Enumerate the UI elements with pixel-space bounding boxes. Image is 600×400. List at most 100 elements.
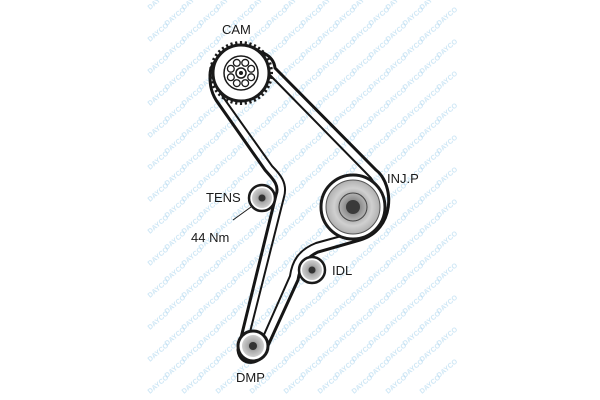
watermark-text: DAYCO <box>334 294 358 316</box>
watermark-text: DAYCO <box>436 326 460 348</box>
watermark-text: DAYCO <box>351 118 375 140</box>
watermark-text: DAYCO <box>419 86 443 108</box>
watermark-text: DAYCO <box>368 102 392 124</box>
watermark-text: DAYCO <box>419 214 443 236</box>
watermark-text: DAYCO <box>283 118 307 140</box>
dmp-label: DMP <box>236 370 265 385</box>
watermark-text: DAYCO <box>317 342 341 364</box>
watermark-text: DAYCO <box>402 102 426 124</box>
watermark-text: DAYCO <box>164 358 188 380</box>
watermark-text: DAYCO <box>147 54 171 76</box>
watermark-text: DAYCO <box>436 102 460 124</box>
watermark-text: DAYCO <box>436 262 460 284</box>
watermark-text: DAYCO <box>368 6 392 28</box>
watermark-text: DAYCO <box>300 134 324 156</box>
watermark-text: DAYCO <box>147 118 171 140</box>
tensioner-pulley <box>247 183 277 213</box>
watermark-text: DAYCO <box>334 38 358 60</box>
watermark-text: DAYCO <box>300 38 324 60</box>
watermark-text: DAYCO <box>215 150 239 172</box>
watermark-text: DAYCO <box>334 6 358 28</box>
injp-label: INJ.P <box>387 171 419 186</box>
watermark-text: DAYCO <box>402 6 426 28</box>
watermark-text: DAYCO <box>436 166 460 188</box>
watermark-text: DAYCO <box>283 54 307 76</box>
watermark-text: DAYCO <box>351 22 375 44</box>
watermark-text: DAYCO <box>181 310 205 332</box>
watermark-text: DAYCO <box>283 182 307 204</box>
watermark-text: DAYCO <box>385 150 409 172</box>
watermark-text: DAYCO <box>317 54 341 76</box>
watermark-text: DAYCO <box>147 182 171 204</box>
idl-label: IDL <box>332 263 352 278</box>
watermark-text: DAYCO <box>181 22 205 44</box>
watermark-text: DAYCO <box>164 134 188 156</box>
injp-hub-ring <box>338 192 368 222</box>
watermark-text: DAYCO <box>198 294 222 316</box>
watermark-text: DAYCO <box>419 278 443 300</box>
watermark-text: DAYCO <box>181 150 205 172</box>
idl-hub <box>308 266 316 274</box>
watermark-text: DAYCO <box>266 358 290 380</box>
cam-hole <box>232 79 241 88</box>
cam-label: CAM <box>222 22 251 37</box>
watermark-text: DAYCO <box>402 230 426 252</box>
watermark-text: DAYCO <box>198 326 222 348</box>
watermark-text: DAYCO <box>215 374 239 396</box>
watermark-text: DAYCO <box>368 134 392 156</box>
watermark-text: DAYCO <box>351 246 375 268</box>
watermark-text: DAYCO <box>385 342 409 364</box>
cam-hole <box>241 58 250 67</box>
watermark-text: DAYCO <box>385 214 409 236</box>
watermark-text: DAYCO <box>147 86 171 108</box>
cam-hole <box>232 58 241 67</box>
watermark-text: DAYCO <box>300 166 324 188</box>
watermark-text: DAYCO <box>368 358 392 380</box>
watermark-text: DAYCO <box>266 6 290 28</box>
watermark-text: DAYCO <box>436 38 460 60</box>
watermark-text: DAYCO <box>317 310 341 332</box>
cam-hole <box>247 73 256 82</box>
watermark-text: DAYCO <box>317 86 341 108</box>
watermark-text: DAYCO <box>300 294 324 316</box>
watermark-text: DAYCO <box>147 374 171 396</box>
watermark-text: DAYCO <box>147 0 171 12</box>
watermark-text: DAYCO <box>198 262 222 284</box>
watermark-text: DAYCO <box>164 6 188 28</box>
watermark-text: DAYCO <box>334 326 358 348</box>
watermark-text: DAYCO <box>147 246 171 268</box>
watermark-text: DAYCO <box>368 262 392 284</box>
watermark-text: DAYCO <box>351 310 375 332</box>
watermark-text: DAYCO <box>147 150 171 172</box>
watermark-text: DAYCO <box>215 278 239 300</box>
watermark-text: DAYCO <box>436 198 460 220</box>
watermark-text: DAYCO <box>164 38 188 60</box>
watermark-text: DAYCO <box>419 342 443 364</box>
watermark-text: DAYCO <box>283 310 307 332</box>
watermark-text: DAYCO <box>436 358 460 380</box>
watermark-text: DAYCO <box>436 70 460 92</box>
injection-pump-pulley <box>319 173 387 241</box>
watermark-text: DAYCO <box>351 278 375 300</box>
watermark-text: DAYCO <box>300 230 324 252</box>
watermark-text: DAYCO <box>164 166 188 188</box>
watermark-text: DAYCO <box>419 310 443 332</box>
watermark-text: DAYCO <box>385 246 409 268</box>
watermark-text: DAYCO <box>181 54 205 76</box>
watermark-text: DAYCO <box>215 342 239 364</box>
watermark-text: DAYCO <box>368 70 392 92</box>
torque-leader-line <box>232 206 252 221</box>
watermark-text: DAYCO <box>147 310 171 332</box>
watermark-text: DAYCO <box>300 326 324 348</box>
watermark-text: DAYCO <box>402 70 426 92</box>
watermark-text: DAYCO <box>232 230 256 252</box>
watermark-text: DAYCO <box>266 262 290 284</box>
watermark-text: DAYCO <box>232 166 256 188</box>
watermark-text: DAYCO <box>368 326 392 348</box>
watermark-text: DAYCO <box>283 214 307 236</box>
watermark-text: DAYCO <box>402 358 426 380</box>
watermark-text: DAYCO <box>385 22 409 44</box>
